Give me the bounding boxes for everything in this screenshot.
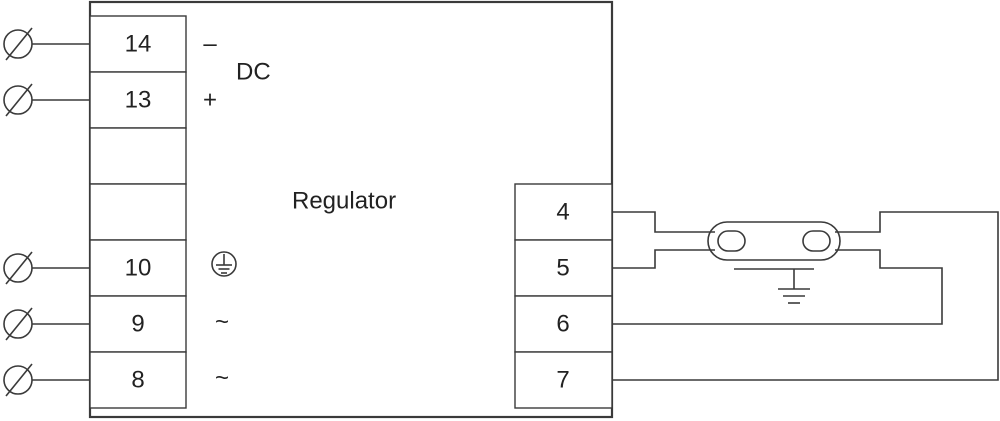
screw-terminal-icon	[3, 27, 90, 61]
terminal-label-14: 14	[125, 31, 152, 58]
ac-symbol-8: ~	[215, 365, 229, 392]
sensor-tube-icon	[707, 221, 841, 261]
terminal-label-5: 5	[556, 255, 569, 282]
screw-terminal-icon	[3, 307, 90, 341]
terminal-label-7: 7	[556, 367, 569, 394]
right-terminal-block: 4 5 6 7	[514, 183, 613, 409]
dc-minus-label: –	[203, 31, 217, 58]
terminal-label-10: 10	[125, 255, 152, 282]
terminal-cell-blank-1	[89, 127, 187, 185]
terminal-cell-10	[89, 239, 187, 297]
dc-label: DC	[236, 59, 271, 86]
left-terminal-block: 14 13 10 9 8	[89, 15, 187, 409]
terminal-label-6: 6	[556, 311, 569, 338]
terminal-label-8: 8	[131, 367, 144, 394]
dc-plus-label: +	[203, 87, 217, 114]
ac-symbol-9: ~	[215, 309, 229, 336]
screw-terminal-icon	[3, 363, 90, 397]
terminal-label-13: 13	[125, 87, 152, 114]
regulator-title: Regulator	[292, 188, 396, 215]
terminal-label-4: 4	[556, 199, 569, 226]
terminal-cell-7	[514, 351, 613, 409]
terminal-cell-blank-2	[89, 183, 187, 241]
terminal-cell-13	[89, 71, 187, 129]
protective-earth-icon	[211, 251, 237, 277]
ground-icon	[734, 268, 814, 304]
screw-terminal-icon	[3, 83, 90, 117]
terminal-cell-5	[514, 239, 613, 297]
left-screw-terminals	[3, 27, 90, 397]
terminal-label-9: 9	[131, 311, 144, 338]
sensor-wiring	[612, 211, 999, 381]
screw-terminal-icon	[3, 251, 90, 285]
terminal-cell-14	[89, 15, 187, 73]
